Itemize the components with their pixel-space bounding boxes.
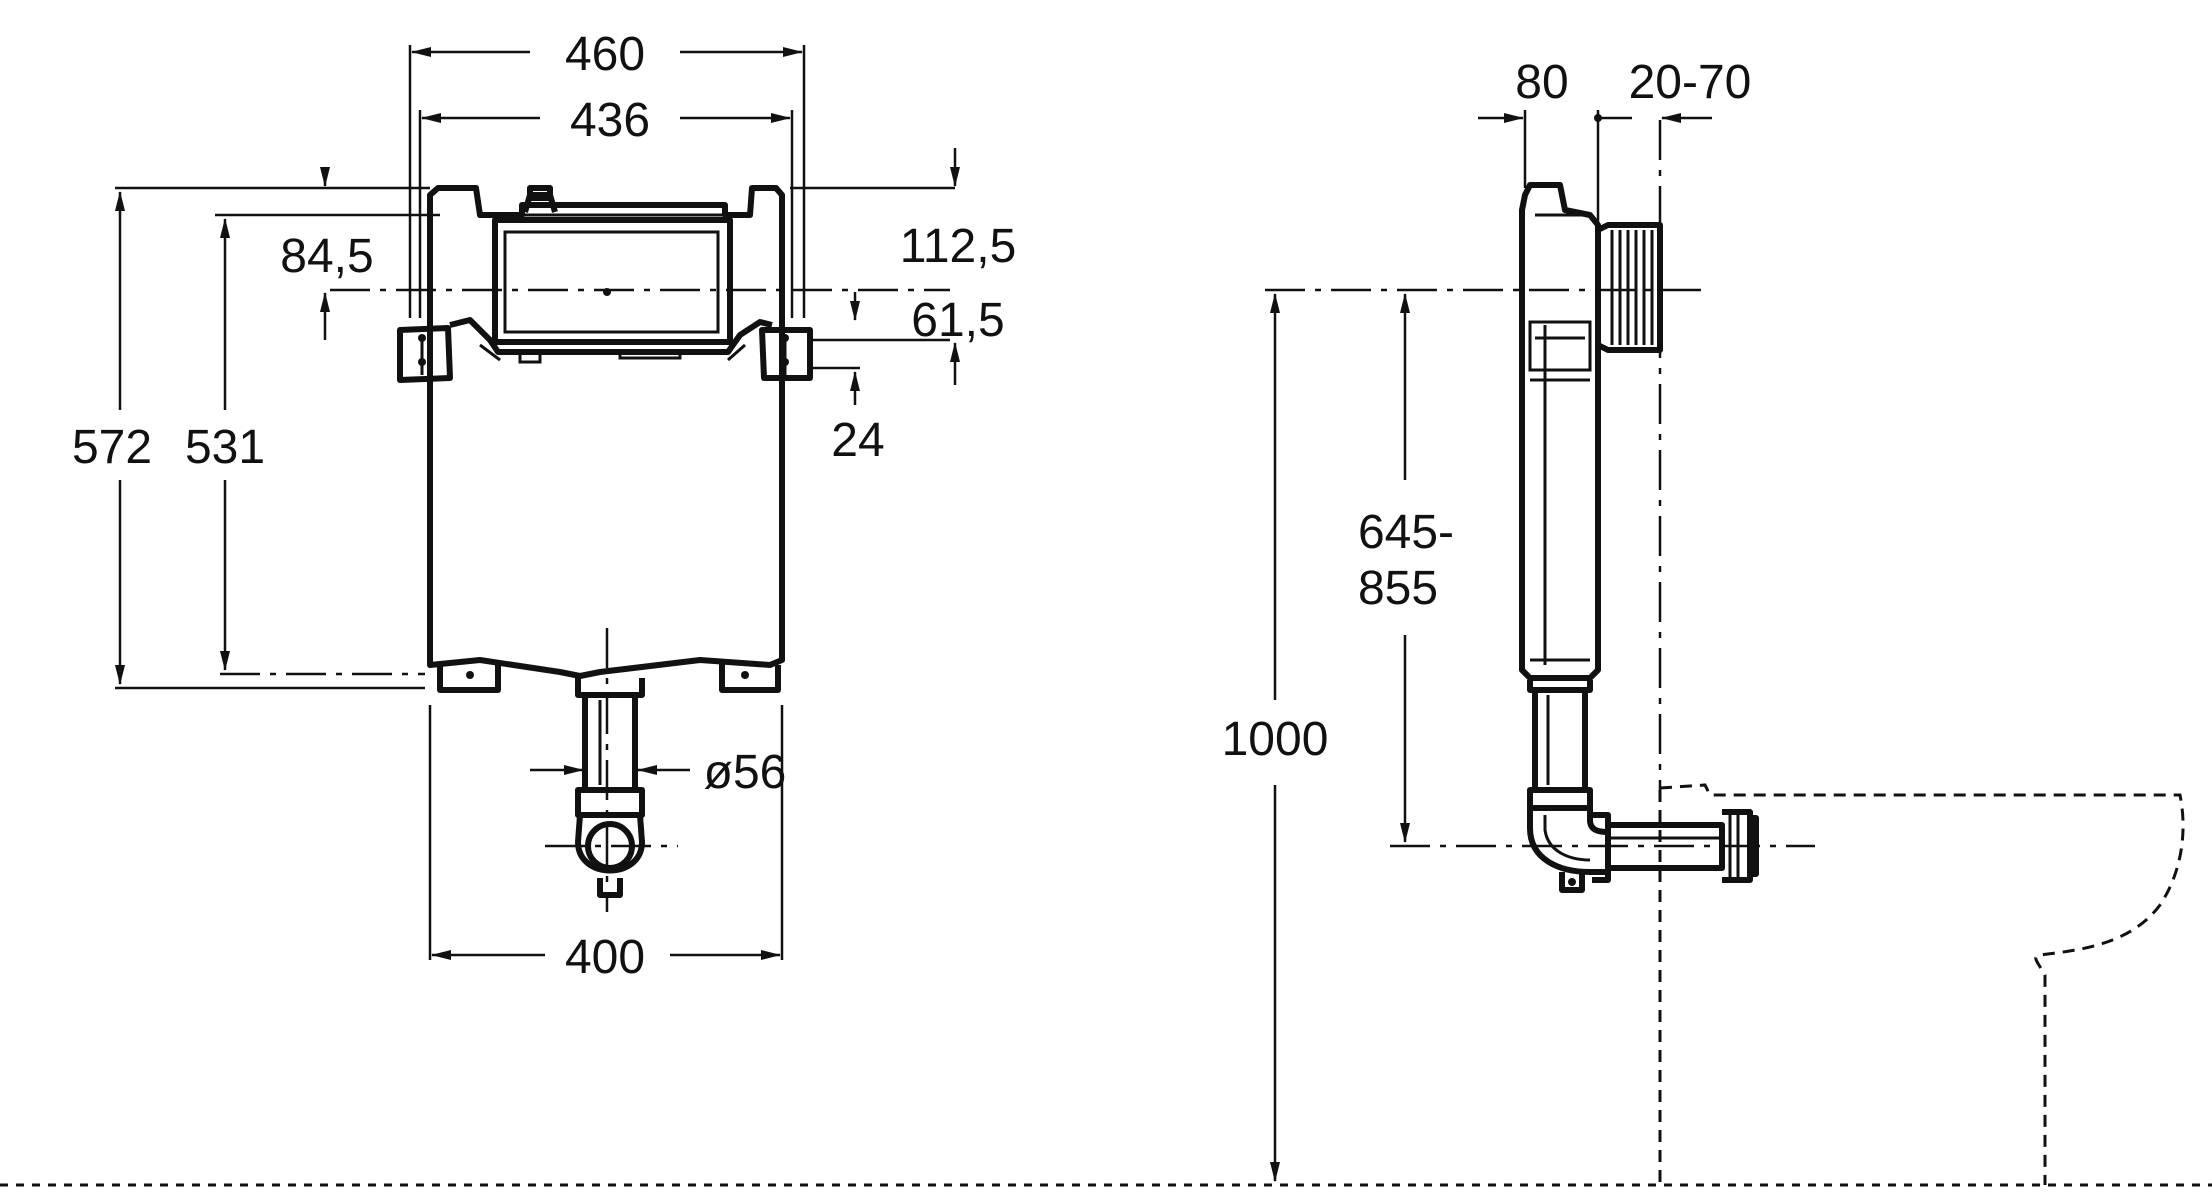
dim-height-outlet: 645- [1358,506,1454,559]
side-outlet-pipe [1527,680,1759,893]
bottom-feet [437,662,781,693]
dim-depth-frame: 80 [1515,56,1568,109]
dim-width-inner: 436 [570,94,650,147]
dim-width-base: 400 [565,931,645,984]
right-bracket [759,327,813,381]
flush-connector [1596,222,1663,353]
dim-offset-bracket: 61,5 [911,294,1004,347]
side-cistern-body [1519,182,1601,681]
left-bracket [397,325,453,383]
dim-bracket-height: 24 [831,414,884,467]
dim-pipe-diameter: ø56 [704,746,787,799]
front-view: 460 436 84,5 112,5 61,5 24 572 531 ø56 4… [72,28,1016,984]
dim-height-total: 572 [72,421,152,474]
dim-depth-adjust: 20-70 [1629,56,1752,109]
outlet-pipe [575,678,645,898]
dim-height-outlet-2: 855 [1358,562,1438,615]
cistern-body [427,185,785,679]
dim-offset-top-left: 84,5 [280,230,373,283]
dim-height-axis: 531 [185,421,265,474]
side-view: 80 20-70 645- 855 1000 [0,56,2212,1187]
dim-height-total-side: 1000 [1222,713,1329,766]
dim-offset-top-right: 112,5 [900,220,1017,273]
dim-width-outer: 460 [565,28,645,81]
